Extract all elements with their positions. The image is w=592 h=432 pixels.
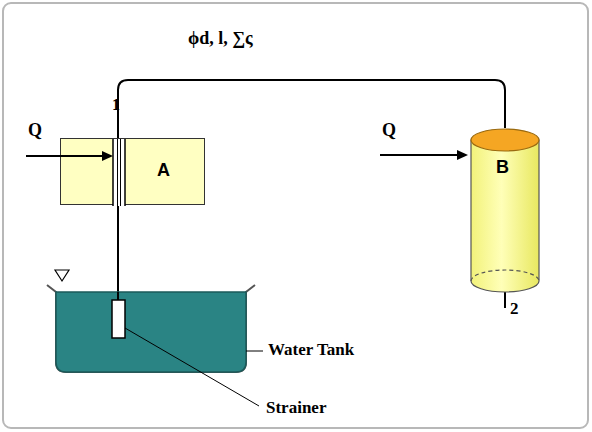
pipe-wall [112, 139, 114, 206]
pipe-wall [117, 139, 118, 206]
flow-arrow [380, 154, 460, 156]
callout-number: 1 [112, 96, 120, 114]
outlet-pipe [504, 292, 506, 308]
part-label: Water Tank [268, 341, 354, 360]
cylinder-top [471, 129, 539, 151]
suction-pipe [117, 204, 119, 301]
leader-line [246, 351, 263, 352]
strainer-symbol [112, 300, 125, 338]
pump-box: A [60, 138, 205, 205]
pipe-band [113, 139, 125, 206]
cylinder-shape [470, 128, 540, 294]
part-label: Q [28, 121, 42, 141]
water-tank [56, 292, 246, 372]
tank-rim [47, 285, 255, 372]
pipe-through [61, 139, 206, 206]
cylinder-vessel: B [470, 128, 540, 294]
pipe-connector [118, 80, 505, 138]
flow-arrow [26, 155, 105, 157]
arrow-head [457, 150, 468, 160]
node-label: A [157, 161, 170, 181]
arrow-head [102, 151, 113, 161]
pipe-parameters: ϕd, l, ∑ς [186, 29, 255, 49]
hidden-edge [471, 270, 539, 281]
pipe-wall [124, 139, 126, 206]
pipe-wall [120, 139, 121, 206]
leader-line [125, 328, 259, 406]
part-label: Q [382, 121, 396, 141]
callout-number: 2 [510, 300, 519, 319]
node-label: B [496, 158, 509, 178]
cylinder-body [471, 140, 539, 292]
frame [3, 3, 588, 428]
water-level-symbol [55, 270, 69, 281]
part-label: Strainer [266, 399, 326, 418]
